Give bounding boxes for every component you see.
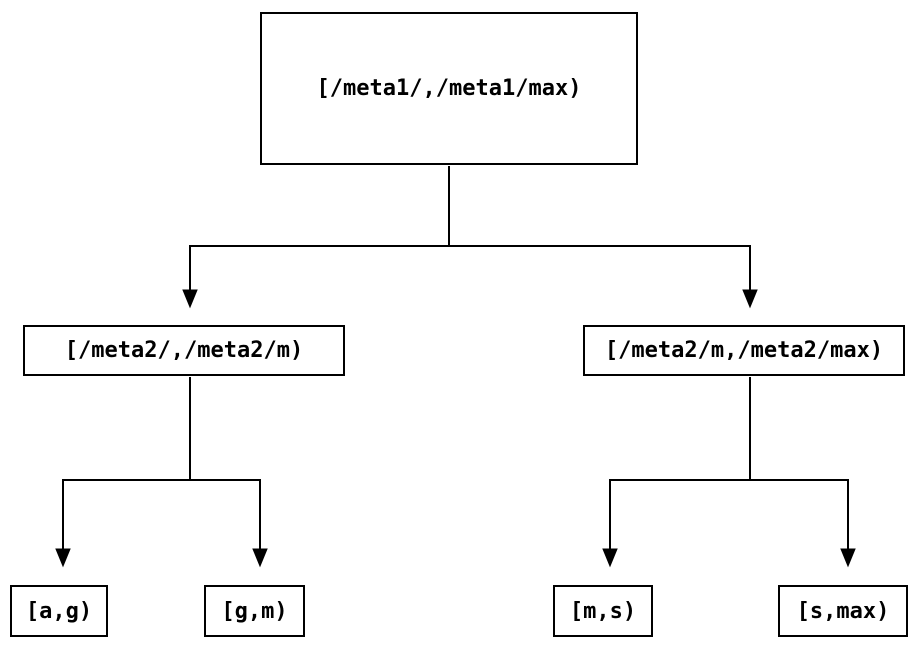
arrowhead-down-icon — [742, 289, 758, 309]
arrowhead-down-icon — [55, 548, 71, 568]
tree-node-meta2-left: [/meta2/,/meta2/m) — [23, 325, 345, 376]
arrowhead-down-icon — [602, 548, 618, 568]
node-label: [/meta2/,/meta2/m) — [64, 338, 304, 363]
tree-node-leaf-ag: [a,g) — [10, 585, 108, 637]
tree-node-leaf-gm: [g,m) — [204, 585, 305, 637]
edge-right-to-children — [602, 377, 856, 568]
arrowhead-down-icon — [252, 548, 268, 568]
tree-node-meta2-right: [/meta2/m,/meta2/max) — [583, 325, 905, 376]
node-label: [g,m) — [221, 598, 288, 624]
edge-root-to-children — [182, 166, 758, 309]
arrowhead-down-icon — [182, 289, 198, 309]
tree-node-root: [/meta1/,/meta1/max) — [260, 12, 638, 165]
node-label: [a,g) — [25, 598, 93, 624]
tree-node-leaf-smax: [s,max) — [778, 585, 908, 637]
edge-left-to-children — [55, 377, 268, 568]
tree-node-leaf-ms: [m,s) — [553, 585, 653, 637]
node-label: [m,s) — [569, 598, 637, 624]
node-label: [/meta2/m,/meta2/max) — [604, 338, 884, 363]
arrowhead-down-icon — [840, 548, 856, 568]
node-label: [/meta1/,/meta1/max) — [316, 76, 582, 101]
node-label: [s,max) — [796, 598, 890, 624]
